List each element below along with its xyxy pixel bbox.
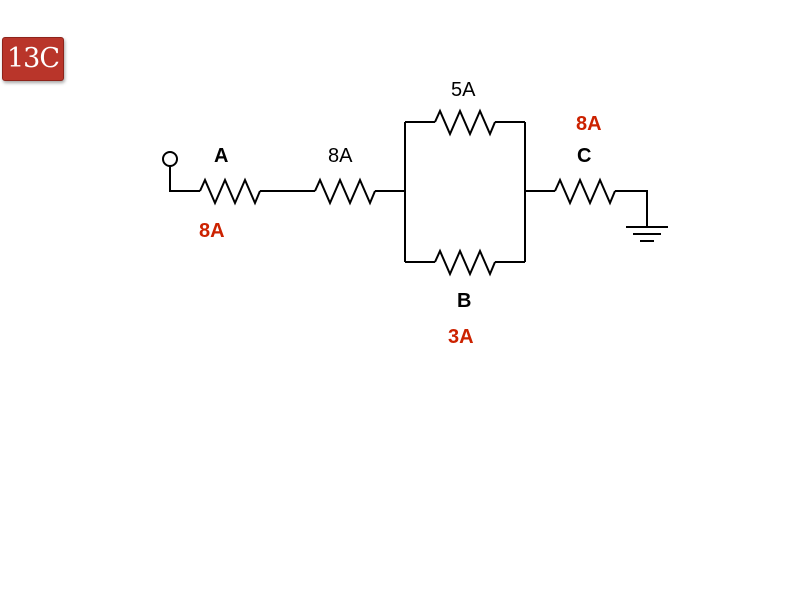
input-wire xyxy=(169,166,200,192)
resistor-series xyxy=(314,177,376,206)
top-branch-current: 5A xyxy=(451,79,476,101)
resistor-c xyxy=(554,177,616,206)
resistor-b xyxy=(434,248,496,277)
resistor-c-label: C xyxy=(577,145,592,167)
wire-c-to-ground xyxy=(615,190,648,227)
input-terminal xyxy=(162,151,178,167)
resistor-b-current: 3A xyxy=(448,326,474,348)
resistor-top xyxy=(434,108,496,137)
resistor-c-current: 8A xyxy=(576,113,602,135)
ground-symbol-icon xyxy=(626,226,668,242)
resistor-a-label: A xyxy=(214,145,229,167)
resistor-a xyxy=(199,177,261,206)
resistor-a-current: 8A xyxy=(199,220,225,242)
resistor-b-label: B xyxy=(457,290,472,312)
slide-number-badge: 13C xyxy=(2,37,64,81)
series-resistor-current: 8A xyxy=(328,145,353,167)
